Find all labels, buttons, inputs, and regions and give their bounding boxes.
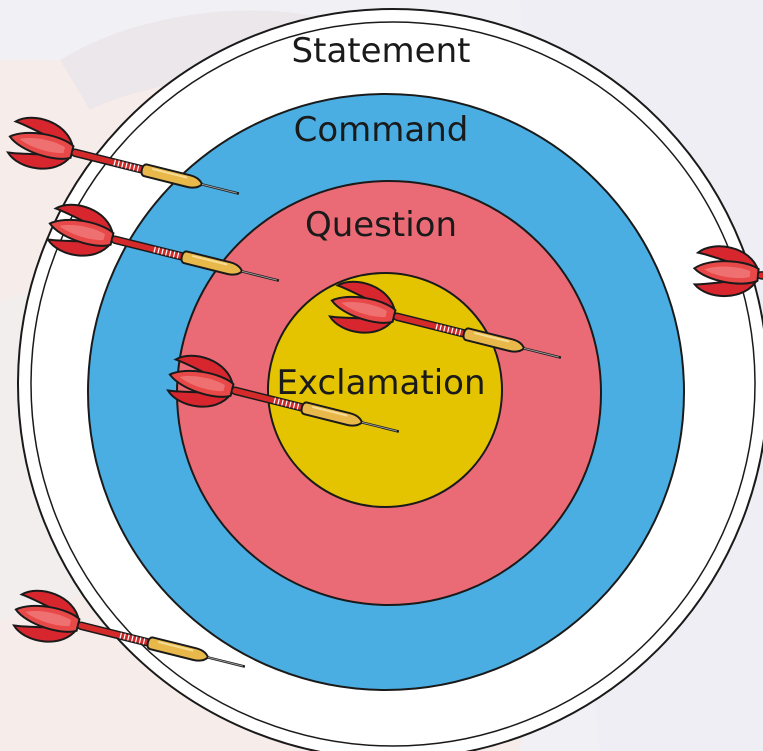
ring-statement-inner-line [30,21,756,747]
ring-label-exclamation: Exclamation [276,363,486,403]
target [17,8,763,751]
ring-label-command: Command [293,110,469,150]
ring-label-question: Question [304,205,458,245]
ring-label-statement: Statement [291,31,471,71]
